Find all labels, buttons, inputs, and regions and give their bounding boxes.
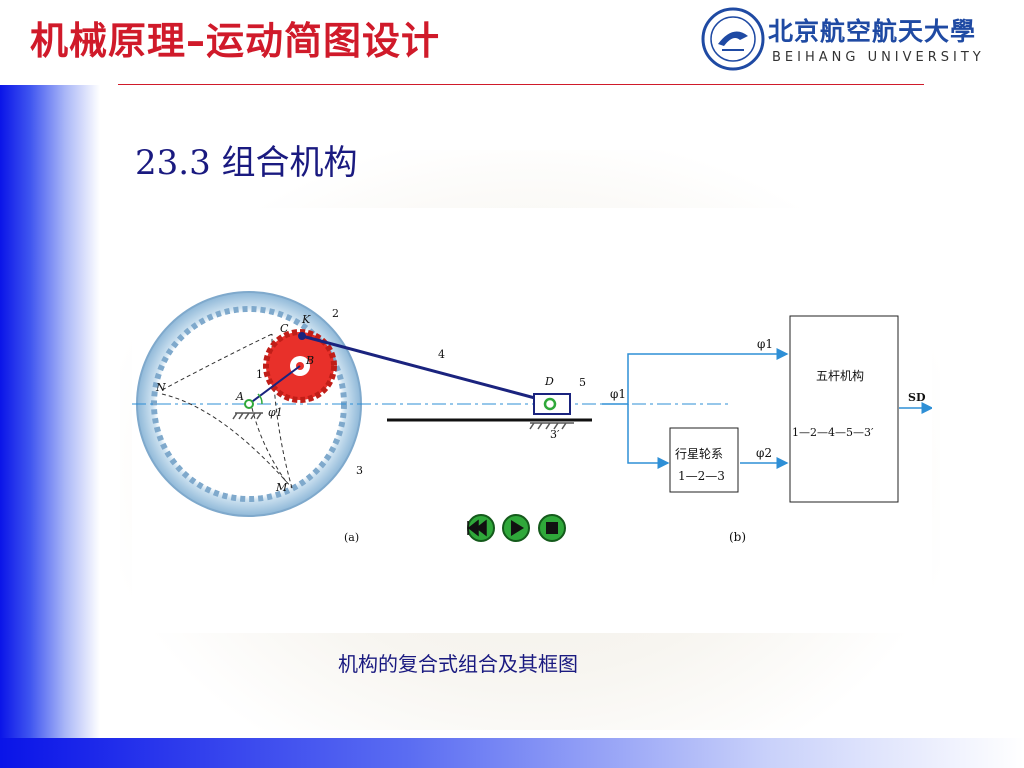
bottom-gradient-bar xyxy=(0,738,1024,768)
point-D-joint xyxy=(543,397,557,411)
five-bar-title: 五杆机构 xyxy=(816,368,864,383)
university-name-en: BEIHANG UNIVERSITY xyxy=(772,50,985,65)
play-button[interactable] xyxy=(502,514,530,542)
university-logo: 北京航空航天大學 BEIHANG UNIVERSITY xyxy=(700,6,1015,74)
part-a-mechanism: C K 2 1 B 4 D 5 3′ A φ1 N M 3 (a) xyxy=(132,291,732,544)
planetary-box xyxy=(669,427,739,493)
label-2: 2 xyxy=(332,307,339,320)
five-bar-chain: 1—2—4—5—3′ xyxy=(792,426,874,439)
output-label: SD xyxy=(908,391,926,404)
figure-caption: 机构的复合式组合及其框图 xyxy=(338,652,578,676)
playback-controls xyxy=(467,514,566,542)
part-b-block-diagram: φ1 φ1 φ2 五杆机构 1—2—4—5—3′ 行星轮系 1—2—3 SD (… xyxy=(602,315,932,544)
planetary-chain: 1—2—3 xyxy=(678,469,725,483)
label-phi2: φ2 xyxy=(756,446,772,460)
label-3p: 3′ xyxy=(550,428,560,441)
label-K: K xyxy=(301,313,311,326)
five-bar-box xyxy=(789,315,899,503)
label-M: M xyxy=(275,481,288,494)
label-phi1-left: φ1 xyxy=(610,387,626,401)
ground-3p xyxy=(529,422,574,430)
university-emblem-icon xyxy=(701,7,765,71)
flow-branch-bottom xyxy=(627,404,670,469)
label-A: A xyxy=(235,390,244,403)
label-1: 1 xyxy=(256,368,263,381)
flow-branch-top xyxy=(602,348,789,405)
rewind-button[interactable] xyxy=(467,514,495,542)
angle-arc xyxy=(257,393,263,405)
mechanism-diagram: C K 2 1 B 4 D 5 3′ A φ1 N M 3 (a) xyxy=(132,291,932,544)
label-phi1-top: φ1 xyxy=(757,337,773,351)
section-heading: 23.3 组合机构 xyxy=(135,143,358,183)
label-3: 3 xyxy=(356,464,363,477)
label-phi1-a: φ1 xyxy=(268,406,283,419)
left-gradient-bar xyxy=(0,85,100,768)
slide-title: 机械原理–运动简图设计 xyxy=(30,19,441,63)
caption-b: (b) xyxy=(729,530,746,544)
label-4: 4 xyxy=(438,348,445,361)
caption-a: (a) xyxy=(344,531,359,544)
ground-A xyxy=(232,412,263,420)
pivot-A xyxy=(244,399,254,409)
connecting-rod-4 xyxy=(301,334,551,404)
label-N: N xyxy=(155,381,166,394)
university-name-cn: 北京航空航天大學 xyxy=(768,17,977,46)
trajectory-curves xyxy=(161,333,293,489)
label-D: D xyxy=(544,375,554,388)
label-B: B xyxy=(305,354,314,367)
label-C: C xyxy=(280,322,289,335)
stop-button[interactable] xyxy=(538,514,566,542)
title-underline xyxy=(118,84,924,85)
point-C-joint xyxy=(298,332,306,340)
label-5: 5 xyxy=(579,376,586,389)
mechanism-figure: C K 2 1 B 4 D 5 3′ A φ1 N M 3 (a) xyxy=(132,208,932,633)
planetary-title: 行星轮系 xyxy=(675,447,723,461)
crank-link-1 xyxy=(248,365,301,405)
